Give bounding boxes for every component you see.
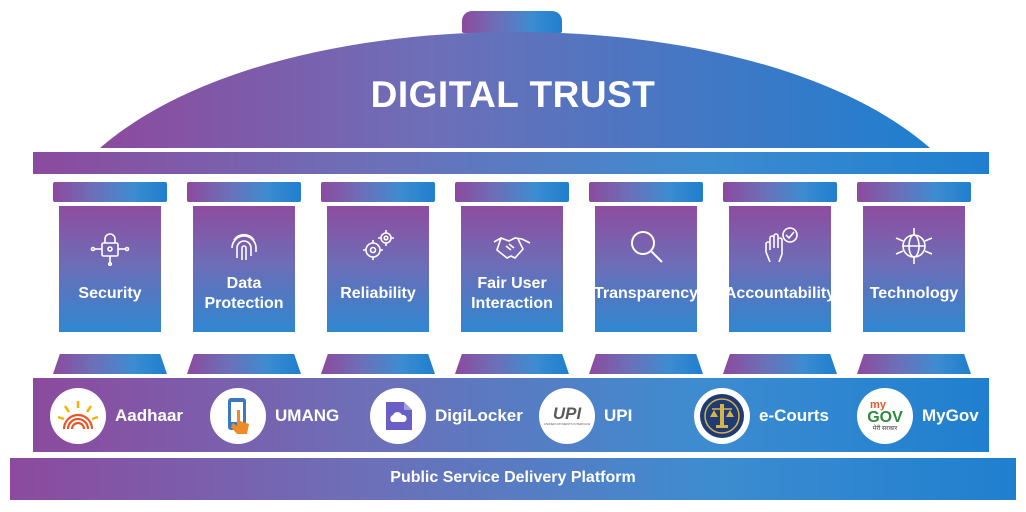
pillar-4: Transparency <box>589 182 703 374</box>
service-ecourts: e-Courts <box>694 388 829 444</box>
upi-logo-text: UPI <box>552 403 582 423</box>
digilocker-logo <box>370 388 426 444</box>
gears-icon <box>358 226 398 266</box>
ecourts-emblem <box>694 388 750 444</box>
service-label: UPI <box>604 406 633 425</box>
pillar-shaft: Technology <box>863 206 965 332</box>
service-label: DigiLocker <box>435 406 523 425</box>
pillar-label: Reliability <box>340 285 416 302</box>
pillar-base <box>723 354 837 374</box>
lock-circuit-icon <box>90 226 130 267</box>
pillar-3: Fair User Interaction <box>455 182 569 374</box>
pillar-capital <box>857 182 971 202</box>
service-label: Aadhaar <box>115 406 184 425</box>
pillar-shaft: Security <box>59 206 161 332</box>
upi-logo: UPI UNIFIED PAYMENTS INTERFACE <box>539 388 595 444</box>
umang-logo <box>210 388 266 444</box>
service-upi: UPI UNIFIED PAYMENTS INTERFACE UPI <box>539 388 632 444</box>
pillar-base <box>455 354 569 374</box>
pillar-capital <box>589 182 703 202</box>
dome <box>100 32 930 148</box>
pillar-1: Data Protection <box>187 182 301 374</box>
base-label: Public Service Delivery Platform <box>390 469 636 486</box>
pillar-base <box>187 354 301 374</box>
pillar-label: Security <box>78 285 142 302</box>
pillar-0: Security <box>53 182 167 374</box>
aadhaar-logo <box>50 388 106 444</box>
pillar-base <box>589 354 703 374</box>
pillar-label: Data Protection <box>204 275 284 312</box>
pillar-shaft: Fair User Interaction <box>461 206 563 332</box>
pillar-capital <box>187 182 301 202</box>
pillar-shaft: Accountability <box>725 206 835 332</box>
service-umang: UMANG <box>210 388 339 444</box>
pillar-shaft: Data Protection <box>193 206 295 332</box>
service-label: UMANG <box>275 406 340 425</box>
base-platform <box>10 458 1016 500</box>
roof-beam <box>33 152 989 174</box>
handshake-icon <box>492 226 532 266</box>
service-digilocker: DigiLocker <box>370 388 523 444</box>
pillar-shaft: Transparency <box>594 206 698 332</box>
service-label: MyGov <box>922 406 979 425</box>
upi-logo-subtext: UNIFIED PAYMENTS INTERFACE <box>543 421 591 426</box>
mygov-logo: my GOV मेरी सरकार <box>857 388 913 444</box>
fingerprint-icon <box>224 226 264 266</box>
dome-cap <box>462 11 562 33</box>
pillar-base <box>857 354 971 374</box>
pillar-label: Transparency <box>593 285 699 302</box>
pillar-shaft: Reliability <box>327 206 429 332</box>
pillar-capital <box>723 182 837 202</box>
pillar-label: Fair User Interaction <box>471 275 553 312</box>
service-label: e-Courts <box>759 406 829 425</box>
service-mygov: my GOV मेरी सरकार MyGov <box>857 388 979 444</box>
pillar-capital <box>321 182 435 202</box>
pillar-base <box>53 354 167 374</box>
magnifier-icon <box>626 226 666 266</box>
mygov-logo-gov: GOV <box>867 408 903 426</box>
service-aadhaar: Aadhaar <box>50 388 183 444</box>
pillar-6: Technology <box>857 182 971 374</box>
pillar-5: Accountability <box>723 182 837 374</box>
pillar-label: Accountability <box>724 285 836 302</box>
pillar-label: Technology <box>869 285 959 302</box>
diagram-title: DIGITAL TRUST <box>370 74 656 115</box>
pillar-capital <box>455 182 569 202</box>
globe-circuit-icon <box>894 226 934 266</box>
pillar-base <box>321 354 435 374</box>
pillar-capital <box>53 182 167 202</box>
pillar-2: Reliability <box>321 182 435 374</box>
services-platform <box>33 378 989 452</box>
mygov-logo-my: my <box>870 398 886 411</box>
hand-check-icon <box>760 226 800 266</box>
mygov-logo-sub: मेरी सरकार <box>872 425 898 432</box>
